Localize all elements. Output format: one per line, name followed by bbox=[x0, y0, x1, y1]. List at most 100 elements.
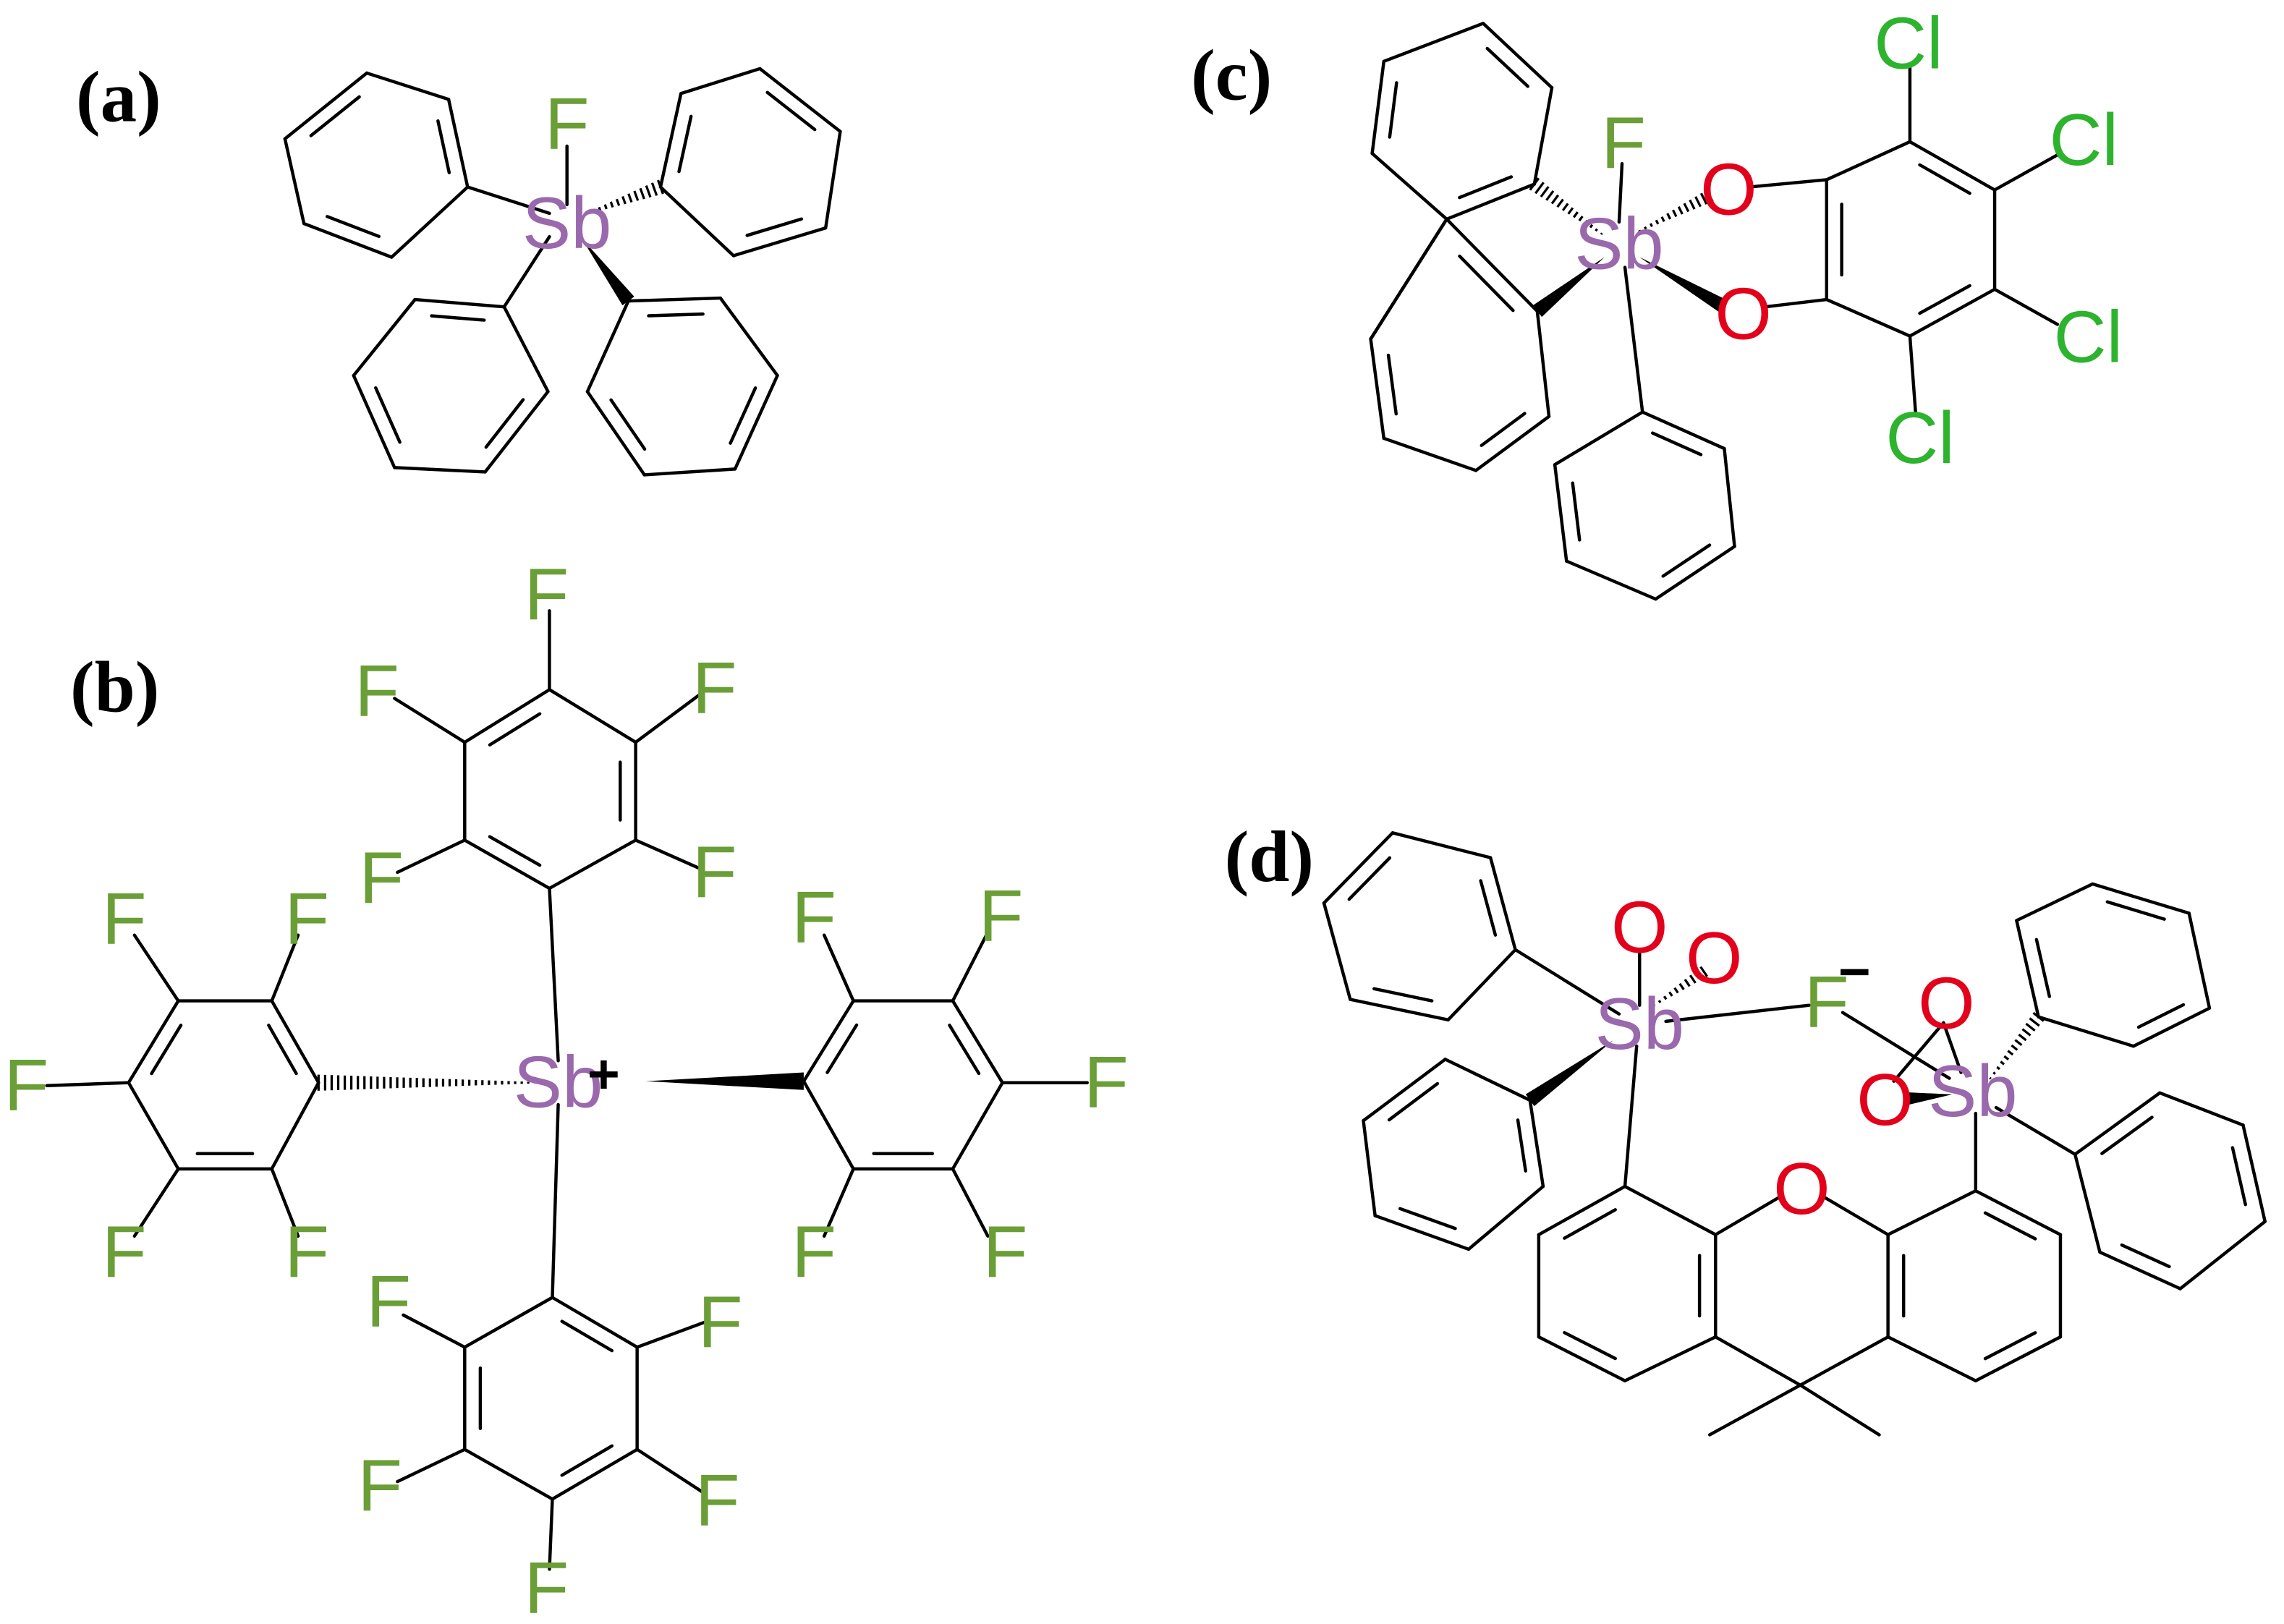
ring-b-right-inner bbox=[948, 1024, 981, 1076]
ring-a4-inner bbox=[609, 398, 647, 451]
atom-sb-b: Sb bbox=[514, 1042, 603, 1123]
atom-f-b-bot4: F bbox=[695, 1460, 740, 1541]
ring-c3-edge bbox=[1565, 559, 1657, 601]
bond bbox=[635, 1447, 706, 1495]
ring-d1-edge bbox=[1322, 901, 1352, 1001]
atom-f-c: F bbox=[1601, 103, 1646, 184]
atom-f-b-bot1: F bbox=[366, 1262, 411, 1343]
ring-a2-edge bbox=[731, 226, 828, 258]
ring-xanth-left-edge bbox=[1623, 1335, 1718, 1382]
atom-o-d4: O bbox=[1856, 1060, 1914, 1141]
atom-f-b-right2: F bbox=[979, 875, 1024, 956]
atom-o-c1: O bbox=[1700, 150, 1757, 231]
ring-a3-edge bbox=[483, 390, 550, 474]
bond bbox=[822, 933, 855, 1003]
bond bbox=[396, 1447, 467, 1484]
bond-sb-xanth-d1 bbox=[1623, 1044, 1639, 1189]
ring-c2-inner bbox=[1479, 412, 1527, 447]
bond-methyl bbox=[1707, 1383, 1802, 1437]
ring-c2-edge bbox=[1382, 436, 1478, 472]
ring-d3-edge bbox=[2091, 882, 2191, 915]
panel-label-b: (b) bbox=[70, 647, 159, 728]
ring-a4-inner bbox=[647, 312, 705, 318]
bond-sb-c6f5-top bbox=[548, 886, 560, 1063]
ring-d4-edge bbox=[2073, 1091, 2162, 1156]
ring-d3-edge bbox=[2131, 1006, 2212, 1048]
ring-a2-inner bbox=[745, 217, 804, 237]
ring-c3-edge bbox=[1641, 410, 1726, 451]
bond bbox=[270, 933, 300, 1003]
bond-sb-f-d bbox=[1664, 1003, 1811, 1024]
bond-o-c bbox=[1819, 1194, 1890, 1236]
ring-a4-edge bbox=[718, 296, 779, 378]
bond bbox=[1799, 1335, 1890, 1387]
atom-cl-c3: Cl bbox=[2054, 297, 2123, 378]
bond-cf bbox=[393, 697, 467, 744]
ring-a3-inner bbox=[430, 314, 486, 322]
ring-a1-edge bbox=[283, 71, 369, 141]
ring-c3-inner bbox=[1661, 543, 1712, 578]
ring-a2-edge bbox=[679, 67, 762, 95]
atom-sb-a: Sb bbox=[522, 183, 612, 264]
wedge-bond-c bbox=[1532, 257, 1605, 318]
ring-c1-edge bbox=[1481, 22, 1554, 90]
bond-o-c bbox=[1747, 178, 1829, 189]
atom-o-d5: O bbox=[1773, 1149, 1830, 1230]
ring-a1-inner bbox=[309, 95, 361, 137]
bond-o-sb-d bbox=[1942, 1021, 1963, 1074]
ring-d1-inner bbox=[1372, 987, 1434, 1003]
cation-charge-b: + bbox=[587, 1044, 620, 1105]
ring-d3-edge bbox=[2015, 919, 2040, 1019]
ring-a1-edge bbox=[446, 98, 470, 189]
ring-b-right-edge bbox=[951, 1081, 1004, 1171]
bond-cf bbox=[396, 838, 467, 875]
bond bbox=[951, 1167, 990, 1238]
ring-a2-inner bbox=[765, 90, 817, 132]
ring-c3-inner bbox=[1651, 431, 1703, 456]
ring-a2-edge bbox=[823, 129, 842, 230]
anion-charge-d: − bbox=[1838, 941, 1871, 1003]
atom-f-b-top4: F bbox=[359, 838, 404, 919]
hash-bond-b bbox=[317, 1074, 536, 1091]
ring-c1-inner bbox=[1458, 175, 1514, 200]
ring-b-bot-inner bbox=[560, 1319, 614, 1353]
ring-c3-edge bbox=[1654, 545, 1736, 601]
ring-d4-edge bbox=[2178, 1220, 2267, 1291]
ring-xanth-right-edge bbox=[1886, 1189, 1978, 1236]
atom-o-d1: O bbox=[1611, 888, 1668, 969]
atom-f-b-bot3: F bbox=[357, 1445, 402, 1526]
ring-c1-inner bbox=[1388, 81, 1398, 139]
bond bbox=[822, 1167, 855, 1238]
ring-d2-edge bbox=[1362, 1118, 1377, 1217]
wedge-bond-d2 bbox=[1905, 1092, 1953, 1105]
ring-c-catechol-inner bbox=[1918, 163, 1971, 195]
ring-a1-edge bbox=[365, 71, 451, 101]
ring-c3-edge bbox=[1553, 410, 1644, 467]
ring-xanth-left-edge bbox=[1537, 1184, 1627, 1236]
bond bbox=[635, 1320, 706, 1349]
atom-f-b-top2: F bbox=[355, 650, 399, 731]
atom-o-d2: O bbox=[1686, 918, 1743, 999]
atom-cl-c1: Cl bbox=[1874, 4, 1943, 85]
wedge-bond-a bbox=[581, 238, 634, 306]
bond bbox=[402, 1313, 467, 1349]
bond-sb-ph-a1 bbox=[466, 185, 551, 216]
ring-d1-edge bbox=[1446, 948, 1517, 1022]
ring-a2-edge bbox=[658, 92, 683, 189]
bond bbox=[1908, 334, 1918, 417]
ring-b-left-edge bbox=[270, 1081, 320, 1171]
ring-c2-edge bbox=[1369, 337, 1386, 441]
bond bbox=[951, 930, 990, 1003]
ring-c3-edge bbox=[1553, 463, 1568, 563]
ring-b-left-edge bbox=[127, 999, 180, 1084]
ring-c3-inner bbox=[1571, 481, 1582, 542]
atom-sb-d2: Sb bbox=[1928, 1051, 2018, 1132]
atom-f-b-top1: F bbox=[525, 554, 569, 635]
ring-xanth-right-inner bbox=[1983, 1331, 2037, 1361]
ring-c-catechol-edge bbox=[1908, 140, 1997, 192]
ring-d1-inner bbox=[1479, 879, 1498, 937]
ring-d2-edge bbox=[1362, 1058, 1447, 1123]
atom-f-b-bot2: F bbox=[698, 1282, 743, 1363]
panel-label-a: (a) bbox=[76, 56, 161, 137]
ring-d3-edge bbox=[2037, 1015, 2136, 1048]
